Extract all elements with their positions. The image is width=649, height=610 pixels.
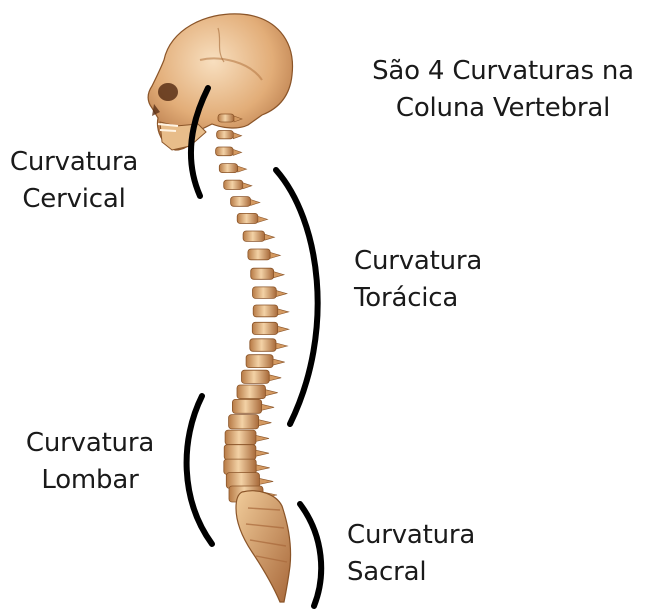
label-sacral-curvature: Curvatura Sacral (347, 517, 487, 591)
vertebra (253, 305, 278, 317)
label-thoracic-line-1: Curvatura (354, 243, 494, 280)
jaw (160, 122, 206, 150)
label-sacral-line-1: Curvatura (347, 517, 487, 554)
vertebral-process (243, 183, 252, 189)
vertebral-process (265, 234, 275, 240)
vertebra (237, 385, 266, 399)
label-lumbar-curvature: Curvatura Lombar (14, 425, 166, 499)
vertebral-process (278, 326, 289, 332)
label-cervical-line-1: Curvatura (4, 144, 144, 181)
vertebral-process (276, 343, 287, 349)
vertebra (251, 268, 274, 279)
vertebra (229, 415, 259, 429)
vertebra (243, 231, 265, 241)
sacrum (236, 491, 291, 602)
vertebral-process (256, 435, 269, 441)
vertebral-process (262, 404, 274, 410)
vertebra (252, 322, 277, 334)
lumbar-curvature-bracket (187, 396, 212, 544)
vertebra (253, 287, 277, 299)
heading-line-2: Coluna Vertebral (372, 90, 634, 127)
label-thoracic-curvature: Curvatura Torácica (354, 243, 494, 317)
vertebral-process (274, 272, 284, 278)
label-cervical-line-2: Cervical (4, 181, 144, 218)
vertebral-process (238, 166, 247, 172)
vertebra (232, 399, 261, 413)
vertebra (219, 164, 237, 173)
vertebral-process (233, 133, 241, 139)
skull (148, 14, 292, 150)
vertebra (250, 339, 276, 352)
vertebral-process (250, 200, 259, 206)
vertebral-process (260, 478, 274, 484)
heading-line-1: São 4 Curvaturas na (372, 53, 634, 90)
vertebral-process (256, 465, 270, 471)
vertebra (216, 147, 234, 156)
diagram-heading: São 4 Curvaturas na Coluna Vertebral (372, 53, 634, 127)
vertebral-process (278, 309, 289, 315)
vertebral-process (258, 216, 268, 222)
vertebral-process (269, 375, 281, 381)
vertebra (224, 445, 256, 460)
vertebra (224, 180, 243, 189)
vertebra (218, 114, 234, 122)
vertebral-process (256, 450, 269, 456)
label-lumbar-line-1: Curvatura (14, 425, 166, 462)
vertebral-process (276, 291, 287, 297)
label-thoracic-line-2: Torácica (354, 280, 494, 317)
vertebra (242, 370, 270, 383)
sacral-curvature-bracket (300, 504, 321, 606)
vertebra (248, 249, 270, 260)
vertebra (231, 197, 251, 207)
vertebral-process (273, 359, 285, 365)
label-lumbar-line-2: Lombar (14, 462, 166, 499)
vertebral-process (259, 420, 272, 426)
vertebral-process (270, 252, 280, 258)
thoracic-curvature-bracket (276, 170, 318, 424)
label-cervical-curvature: Curvatura Cervical (4, 144, 144, 218)
vertebra (225, 430, 256, 445)
vertebra (224, 459, 256, 474)
eye-socket (158, 83, 178, 101)
vertebra (237, 213, 258, 223)
vertebra (217, 131, 234, 139)
label-sacral-line-2: Sacral (347, 554, 487, 591)
vertebra (246, 355, 273, 368)
vertebral-process (266, 390, 278, 396)
vertebral-process (233, 149, 242, 155)
